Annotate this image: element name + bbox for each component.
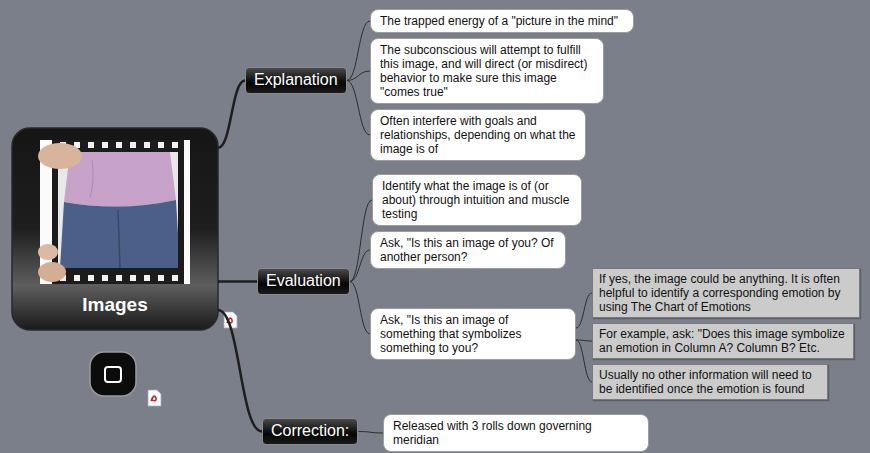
topic-text: Ask, "Is this an image of something that…: [380, 313, 566, 355]
connector: [350, 200, 372, 282]
topic-text: Explanation: [254, 71, 338, 89]
topic-text: For example, ask: "Does this image symbo…: [599, 327, 847, 355]
film-hole: [172, 142, 178, 148]
hub-box: [12, 128, 218, 330]
jeans: [60, 200, 178, 268]
connector: [576, 293, 592, 328]
button-icon: [90, 352, 136, 396]
topic-box: Ask, "Is this an image of you? Of anothe…: [370, 231, 566, 269]
topic-text: Evaluation: [266, 272, 341, 290]
pdf-page: [148, 390, 161, 406]
film-hole: [158, 142, 164, 148]
topic-box: Often interfere with goals and relations…: [370, 109, 586, 161]
thumb: [38, 143, 82, 169]
central-topic: Images: [12, 128, 218, 330]
topic-text: If yes, the image could be anything. It …: [599, 272, 853, 314]
topic-text: The trapped energy of a "picture in the …: [380, 14, 624, 28]
film-hole: [158, 275, 164, 281]
topic-text: Ask, "Is this an image of you? Of anothe…: [380, 236, 556, 264]
film-hole: [74, 275, 80, 281]
photo: [38, 140, 190, 284]
topic-text: Identify what the image is of (or about)…: [382, 179, 572, 221]
shirt-fold: [90, 160, 93, 198]
branch-topic: Evaluation: [257, 268, 350, 295]
topic-text: Released with 3 rolls down governing mer…: [393, 419, 639, 447]
film-hole: [172, 275, 178, 281]
topic-text: Often interfere with goals and relations…: [380, 114, 576, 156]
film-hole: [130, 275, 136, 281]
film-frame: [58, 152, 178, 268]
film-hole: [144, 142, 150, 148]
film-hole: [116, 275, 122, 281]
topic-text: Correction:: [271, 422, 349, 440]
subtopic-box: If yes, the image could be anything. It …: [592, 268, 860, 318]
connector: [218, 81, 245, 149]
pdf-icon: [148, 390, 161, 406]
topic-text: Images: [82, 294, 147, 316]
connector: [347, 21, 370, 81]
film-hole: [88, 275, 94, 281]
connector: [347, 71, 370, 81]
film-hole: [102, 142, 108, 148]
connector: [358, 432, 383, 434]
connector: [350, 282, 370, 335]
connector: [350, 250, 370, 282]
branch-topic: Explanation: [245, 67, 347, 94]
film-hole: [144, 275, 150, 281]
subtopic-box: For example, ask: "Does this image symbo…: [592, 323, 854, 359]
film-hole: [116, 142, 122, 148]
topic-text: Usually no other information will need t…: [599, 368, 821, 396]
connector: [218, 280, 257, 283]
jeans-seam: [118, 210, 120, 268]
topic-box: The subconscious will attempt to fulfill…: [370, 38, 604, 104]
film-hole: [130, 142, 136, 148]
topic-text: The subconscious will attempt to fulfill…: [380, 43, 594, 99]
film-hole: [102, 275, 108, 281]
topic-box: The trapped energy of a "picture in the …: [370, 9, 634, 33]
film-hole: [88, 142, 94, 148]
topic-box: Released with 3 rolls down governing mer…: [383, 414, 649, 452]
button-body: [90, 352, 136, 396]
topic-box: Identify what the image is of (or about)…: [372, 174, 582, 226]
finger: [38, 244, 58, 260]
button-glyph: [105, 367, 121, 382]
subtopic-box: Usually no other information will need t…: [592, 364, 828, 400]
pdf-mark: [151, 396, 156, 401]
connector: [576, 340, 592, 382]
topic-box: Ask, "Is this an image of something that…: [370, 308, 576, 360]
connector: [218, 310, 262, 432]
finger: [38, 262, 66, 282]
connector: [347, 81, 370, 136]
branch-topic: Correction:: [262, 418, 358, 445]
